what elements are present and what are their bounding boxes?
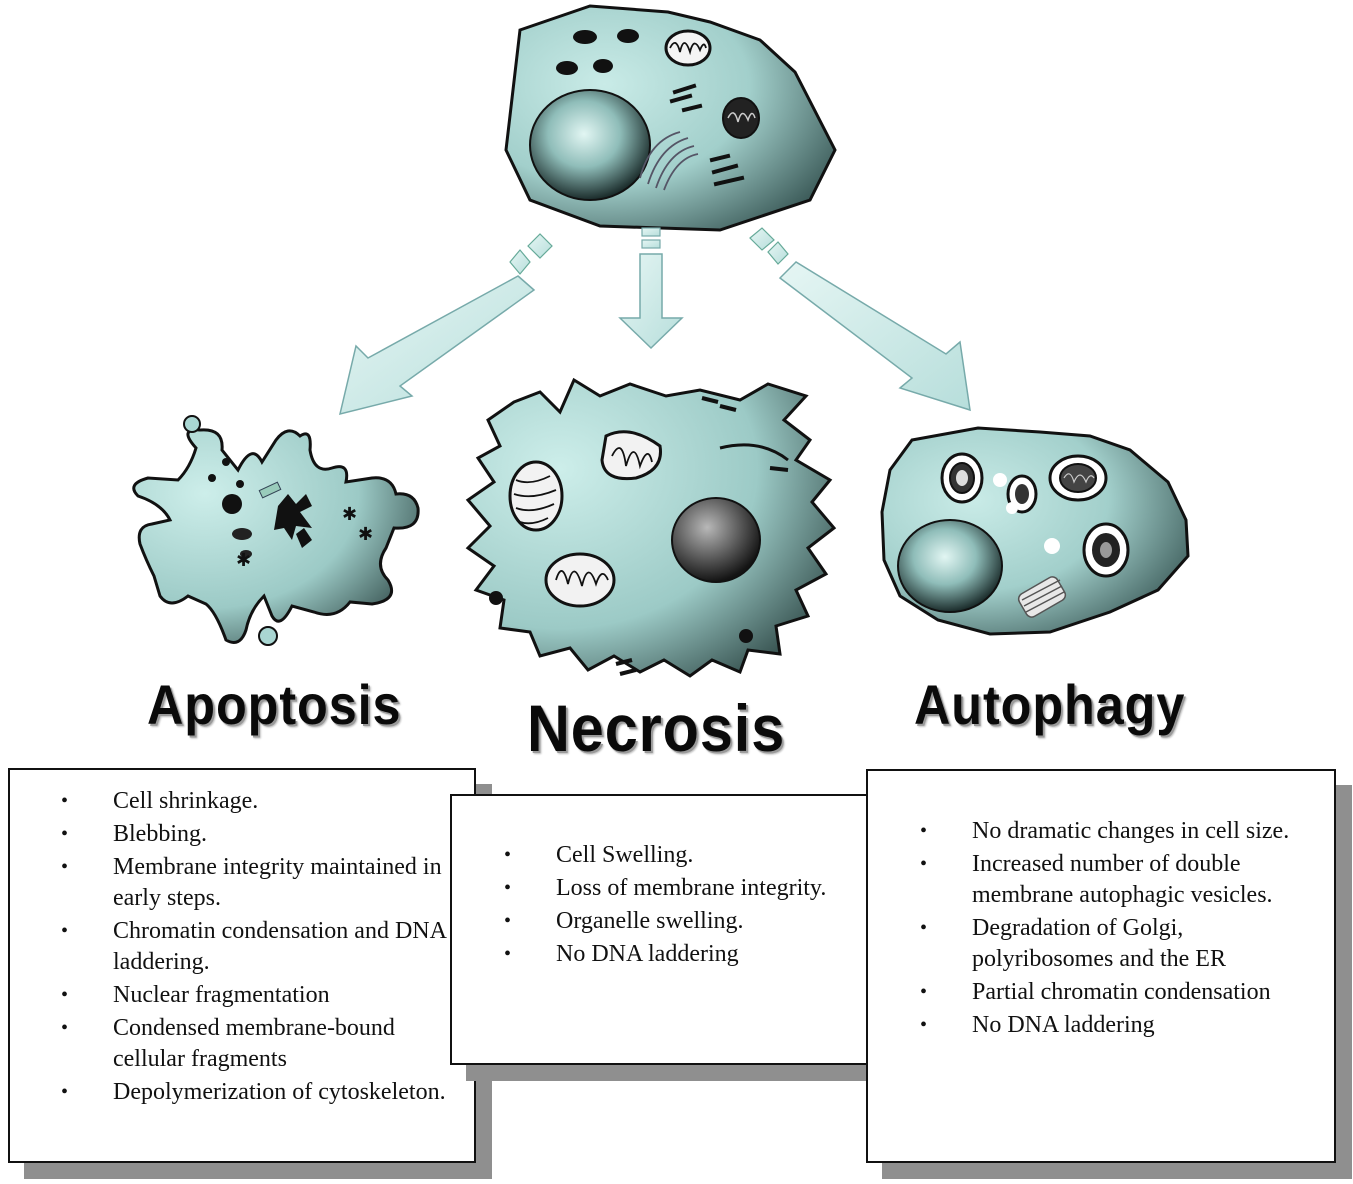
svg-text:✱: ✱ [342,504,357,525]
autophagy-feature-list: •No dramatic changes in cell size. •Incr… [920,816,1322,1043]
apoptosis-features-box: •Cell shrinkage. •Blebbing. •Membrane in… [8,768,476,1163]
golgi-icon [639,131,699,191]
mitochondrion-icon [544,552,616,608]
mitochondrion-icon [722,97,760,139]
normal-cell [504,4,837,232]
necrosis-title: Necrosis [527,691,786,765]
arrow-to-autophagy [749,227,971,412]
bullet-icon: • [504,910,512,932]
list-item: •Membrane integrity maintained in early … [61,854,442,911]
necrosis-features-box: •Cell Swelling. •Loss of membrane integr… [450,794,893,1065]
list-item: •Condensed membrane-bound cellular fragm… [61,1015,395,1072]
arrow-to-apoptosis [338,233,553,416]
list-item: •Chromatin condensation and DNA ladderin… [61,918,446,975]
list-item: •Blebbing. [61,819,453,850]
bullet-icon: • [504,943,512,965]
apoptosis-title: Apoptosis [147,673,402,736]
mitochondrion-icon [664,29,712,67]
autophagic-vesicle-icon [1082,522,1130,578]
mitochondrion-icon [600,430,662,481]
svg-text:✱: ✱ [358,524,373,545]
bullet-icon: • [504,844,512,866]
svg-text:✱: ✱ [236,550,251,571]
list-item: •Depolymerization of cytoskeleton. [61,1077,453,1108]
bullet-icon: • [61,1081,69,1103]
bullet-icon: • [504,877,512,899]
list-item: •Increased number of double membrane aut… [920,851,1273,908]
autophagic-vesicle-icon [1048,454,1108,502]
apoptotic-cell: ✱ ✱ ✱ [132,415,420,646]
list-item: •No DNA laddering [504,939,886,970]
bullet-icon: • [61,856,69,878]
arrow-to-necrosis [618,227,684,350]
autophagic-cell-nucleus [897,519,1003,613]
necrotic-cell [465,377,837,678]
bullet-icon: • [920,820,928,842]
autophagic-cell [880,426,1190,636]
bullet-icon: • [61,1017,69,1039]
autophagic-vesicle-icon [940,452,984,504]
list-item: •Partial chromatin condensation [920,977,1322,1008]
bullet-icon: • [61,920,69,942]
list-item: •Loss of membrane integrity. [504,873,886,904]
bullet-icon: • [920,853,928,875]
list-item: •No DNA laddering [920,1010,1322,1041]
bullet-icon: • [61,984,69,1006]
list-item: •Cell Swelling. [504,840,886,871]
bullet-icon: • [920,917,928,939]
list-item: •Organelle swelling. [504,906,886,937]
list-item: •Nuclear fragmentation [61,980,453,1011]
list-item: •No dramatic changes in cell size. [920,816,1322,847]
mitochondrion-icon [508,460,564,532]
golgi-icon [1017,576,1067,618]
list-item: •Degradation of Golgi, polyribosomes and… [920,915,1226,972]
bullet-icon: • [920,981,928,1003]
bullet-icon: • [61,823,69,845]
bullet-icon: • [920,1014,928,1036]
normal-cell-nucleus [529,89,651,201]
autophagy-features-box: •No dramatic changes in cell size. •Incr… [866,769,1336,1163]
bullet-icon: • [61,790,69,812]
necrosis-feature-list: •Cell Swelling. •Loss of membrane integr… [504,840,886,972]
autophagy-title: Autophagy [914,673,1186,736]
list-item: •Cell shrinkage. [61,786,453,817]
necrotic-cell-nucleus [671,497,761,583]
apoptosis-feature-list: •Cell shrinkage. •Blebbing. •Membrane in… [61,786,453,1110]
